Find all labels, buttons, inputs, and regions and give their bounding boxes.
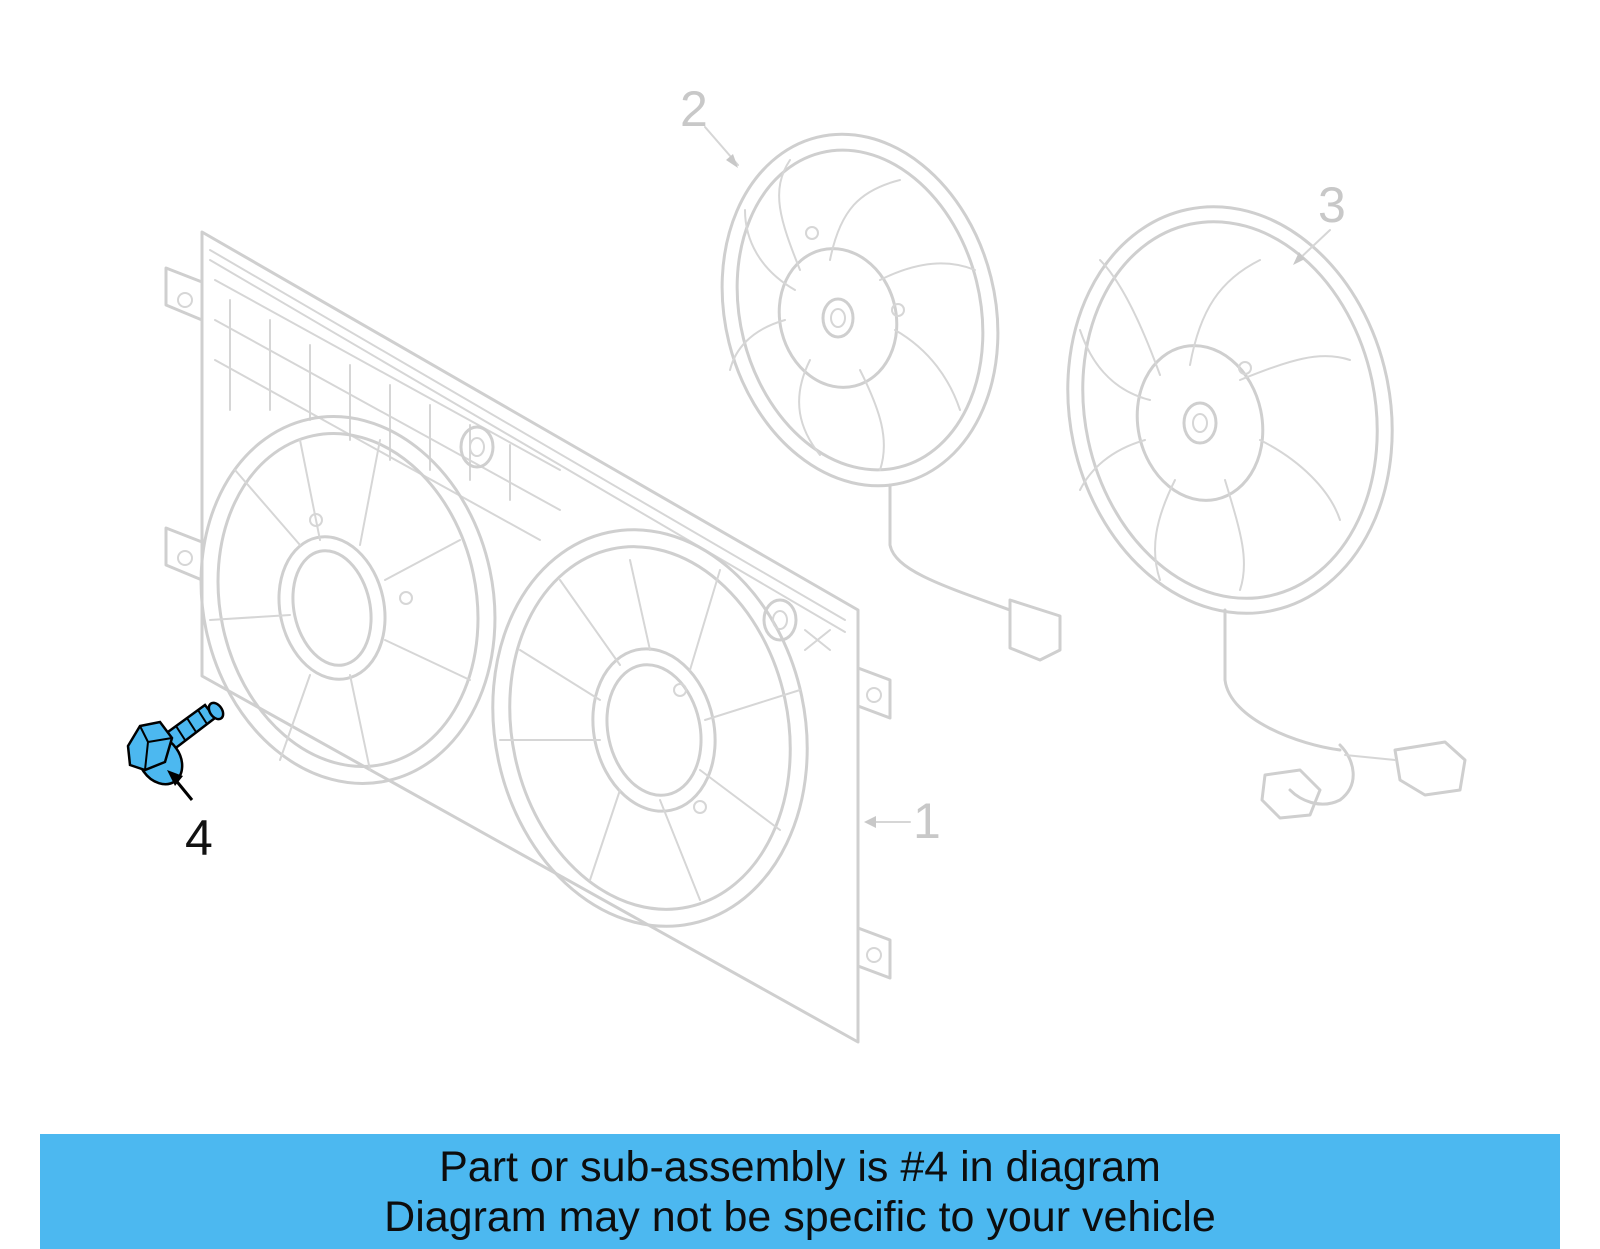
fan-shroud bbox=[164, 230, 892, 1044]
callout-2: 2 bbox=[680, 81, 708, 137]
leader-lines bbox=[704, 126, 1331, 828]
banner-line-2: Diagram may not be specific to your vehi… bbox=[384, 1193, 1216, 1241]
info-banner: Part or sub-assembly is #4 in diagram Di… bbox=[40, 1134, 1560, 1249]
fan-motor-assembly-2 bbox=[720, 132, 1062, 662]
banner-line-1: Part or sub-assembly is #4 in diagram bbox=[439, 1143, 1161, 1191]
callout-4: 4 bbox=[185, 810, 213, 866]
bolt-part-4 bbox=[126, 701, 225, 801]
callouts: 2 3 1 4 bbox=[185, 81, 1346, 866]
fan-motor-assembly-3 bbox=[1066, 205, 1467, 820]
callout-1: 1 bbox=[913, 793, 941, 849]
callout-3: 3 bbox=[1318, 177, 1346, 233]
